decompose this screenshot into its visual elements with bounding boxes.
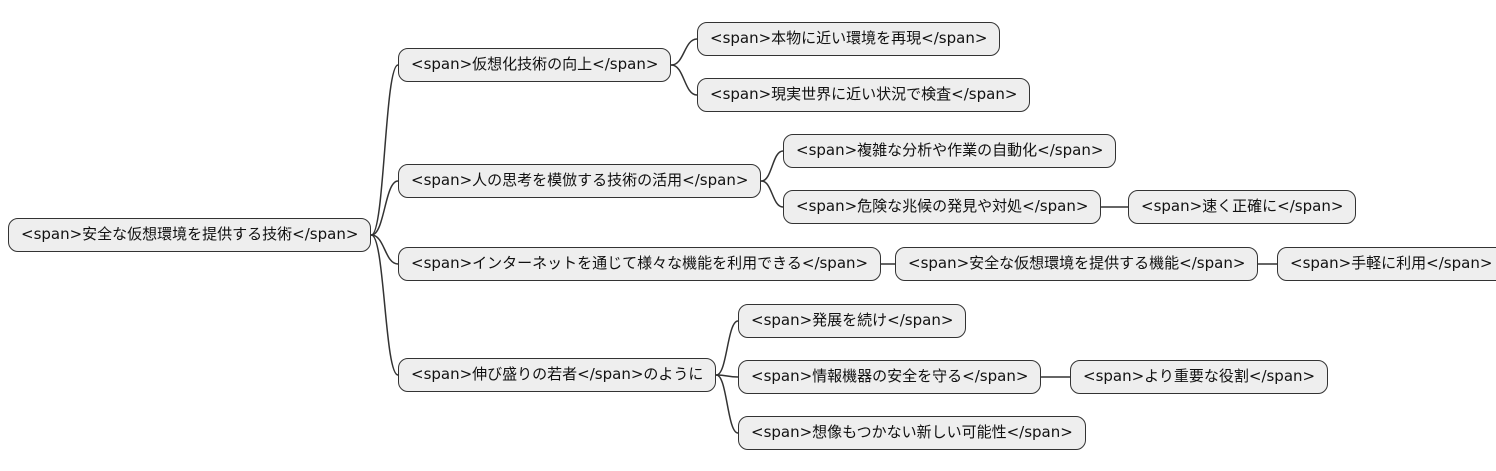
mindmap-node-internet-functions: <span>インターネットを通じて様々な機能を利用できる</span> — [398, 247, 882, 281]
mindmap-node-like-growing-youth: <span>伸び盛りの若者</span>のように — [398, 358, 717, 392]
mindmap-edge — [670, 64, 698, 96]
mindmap-node-virtualization-improvement: <span>仮想化技術の向上</span> — [398, 48, 672, 82]
mindmap-edge — [370, 180, 399, 236]
mindmap-node-detect-danger-signs: <span>危険な兆候の発見や対処</span> — [783, 190, 1102, 224]
mindmap-edge — [715, 374, 739, 434]
mindmap-edge — [760, 150, 784, 182]
mindmap-node-mimic-human-thinking: <span>人の思考を模倣する技術の活用</span> — [398, 164, 762, 198]
mindmap-node-protect-device-security: <span>情報機器の安全を守る</span> — [738, 360, 1042, 394]
mindmap-edge — [370, 234, 399, 376]
mindmap-node-test-realistic-conditions: <span>現実世界に近い状況で検査</span> — [697, 78, 1031, 112]
mindmap-node-recreate-real-environment: <span>本物に近い環境を再現</span> — [697, 22, 1001, 56]
mindmap-edge — [370, 234, 399, 265]
mindmap-node-easy-to-use: <span>手軽に利用</span> — [1277, 247, 1496, 281]
mindmap-edge — [715, 320, 739, 376]
mindmap-edge — [715, 374, 739, 378]
mindmap-node-automate-analysis: <span>複雑な分析や作業の自動化</span> — [783, 134, 1117, 168]
mindmap-edge — [670, 38, 698, 66]
mindmap-node-continue-developing: <span>発展を続け</span> — [738, 304, 967, 338]
mindmap-node-root: <span>安全な仮想環境を提供する技術</span> — [8, 218, 372, 252]
mindmap-edge — [370, 64, 399, 236]
mindmap-node-unimagined-possibilities: <span>想像もつかない新しい可能性</span> — [738, 416, 1086, 450]
mindmap-node-more-important-role: <span>より重要な役割</span> — [1070, 360, 1329, 394]
mindmap-node-fast-and-accurate: <span>速く正確に</span> — [1128, 190, 1357, 224]
mindmap-node-secure-virtual-env-feature: <span>安全な仮想環境を提供する機能</span> — [895, 247, 1259, 281]
mindmap-edge — [760, 180, 784, 208]
